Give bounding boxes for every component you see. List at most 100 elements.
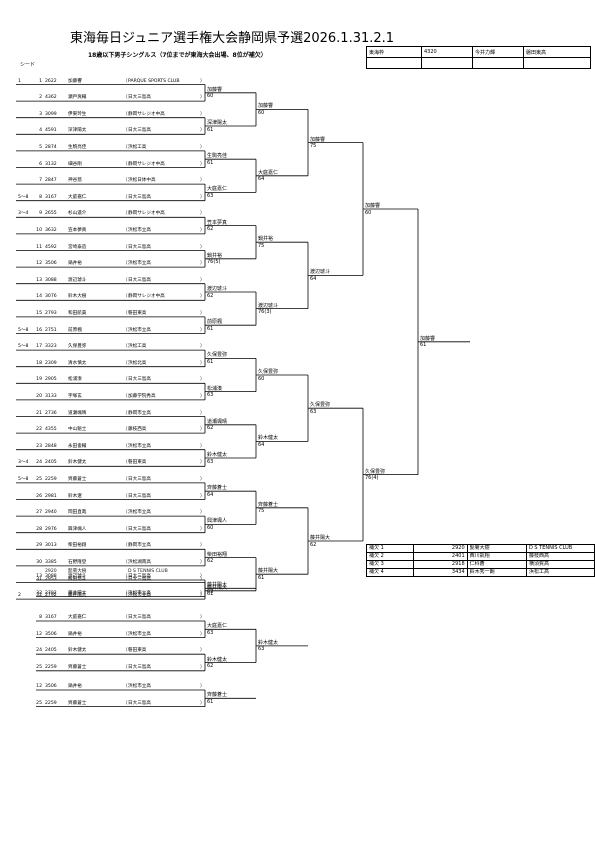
club-paren: ） [200,95,205,101]
player-name: 神谷悠 [68,178,82,184]
club-paren: ） [200,593,205,599]
draw-number: 3 [39,111,42,117]
club-name: 浜松市立高 [128,631,151,637]
alternate-label: 補欠 3 [365,560,415,569]
club-paren: （ [123,393,128,399]
match-score: 61 [207,591,214,598]
club-paren: （ [123,593,128,599]
draw-number: 25 [36,476,42,482]
draw-number: 19 [36,377,42,383]
club-paren: ） [200,664,205,670]
match-winner: 道瀬颯晴 [207,418,228,425]
registration-number: 3632 [45,227,57,233]
match-winner: 久保豊弥 [365,468,386,475]
registration-number: 3167 [45,615,57,620]
club-paren: （ [123,227,128,233]
match-winner: 鈴木健太 [207,452,228,458]
club-paren: （ [123,427,128,433]
match-winner: 齊藤蒼士 [207,692,228,699]
club-paren: （ [123,648,128,654]
player-name: 久保豊弥 [68,344,87,350]
alternate-label: 補欠 2 [365,552,415,561]
club-name: 静岡サレジオ中高 [128,161,165,167]
club-name: 浜松市立高 [128,327,151,333]
draw-number: 12 [36,261,42,267]
club-paren: ） [200,460,205,466]
club-paren: ） [200,559,205,565]
draw-number: 32 [36,593,42,599]
registration-number: 2793 [45,310,57,316]
club-paren: ） [200,261,205,267]
club-name: 横須賀高 [525,560,595,569]
match-score: 63 [207,192,214,199]
match-score: 62 [310,541,317,548]
player-name: 道瀬颯晴 [68,410,87,416]
player-name: 齊藤蒼士 [68,700,87,706]
match-winner: 久保豊弥 [258,369,279,375]
draw-number: 7 [39,178,42,184]
club-name: 日大三島高 [128,476,151,482]
match-score: 61 [207,325,214,332]
player-name: 生駒亮佳 [68,144,87,150]
registration-number: 4592 [45,244,57,250]
club-name: 静岡市立高 [128,410,151,416]
match-score: 61 [258,574,265,581]
draw-number: 24 [36,460,42,466]
player-name: 鍋井裕 [68,261,82,267]
club-paren: （ [123,161,128,167]
draw-number: 8 [39,615,42,620]
club-paren: ） [200,574,205,579]
match-score: 63 [207,392,214,399]
player-name: 齊藤蒼士 [68,476,87,482]
seed-rank: 2 [18,593,21,599]
registration-number: 2905 [45,377,57,383]
registration-number: 2309 [45,360,57,366]
club-paren: ） [200,410,205,416]
registration-number: 4591 [45,128,57,134]
club-paren: ） [200,111,205,117]
player-name: 杉山遥介 [68,211,87,217]
draw-number: 32 [36,590,42,596]
club-paren: （ [123,327,128,333]
club-paren: （ [123,559,128,565]
match-winner: 鈴木健太 [207,656,228,663]
club-name: 磐田東高 [128,648,147,654]
match-winner: 加藤響 [258,103,274,110]
club-name: 浜松工高 [525,568,595,577]
match-score: 62 [207,292,214,299]
registration-number: 2751 [45,327,57,333]
registration-number: 3133 [45,393,57,399]
match-score: 61 [207,698,214,705]
player-name: 仁科蒼 [466,560,527,569]
match-score: 76(3) [258,309,272,316]
registration-number: 4355 [45,427,57,433]
club-paren: ） [200,227,205,233]
match-winner: 藤井陽大 [258,568,279,575]
registration-number: 2401 [413,552,468,561]
match-winner: 鍋井裕 [258,236,274,243]
seed-rank: 5～8 [18,476,29,482]
player-name: 前原楓 [68,327,82,333]
club-paren: （ [123,310,128,316]
club-paren: ） [200,576,205,582]
match-winner: 渡辺琥斗 [258,302,279,309]
player-name: 興津颯人 [68,526,87,532]
match-score: 76(5) [207,259,221,266]
match-score: 60 [207,93,214,100]
club-paren: （ [123,443,128,449]
registration-number: 2259 [45,700,57,706]
club-paren: （ [123,344,128,350]
club-paren: （ [123,410,128,416]
club-name: 日大三島高 [128,574,151,579]
registration-number: 4362 [45,95,57,101]
club-paren: （ [123,664,128,670]
draw-number: 29 [36,543,42,549]
club-paren: （ [123,178,128,184]
match-score: 60 [207,524,214,531]
club-name: 静岡サレジオ中高 [128,111,165,117]
player-name: 永田俊輔 [68,443,87,449]
alternate-label: 補欠 1 [365,544,415,553]
seed-rank: 1 [18,78,21,84]
match-winner: 加藤響 [365,203,381,209]
draw-number: 2 [39,95,42,101]
